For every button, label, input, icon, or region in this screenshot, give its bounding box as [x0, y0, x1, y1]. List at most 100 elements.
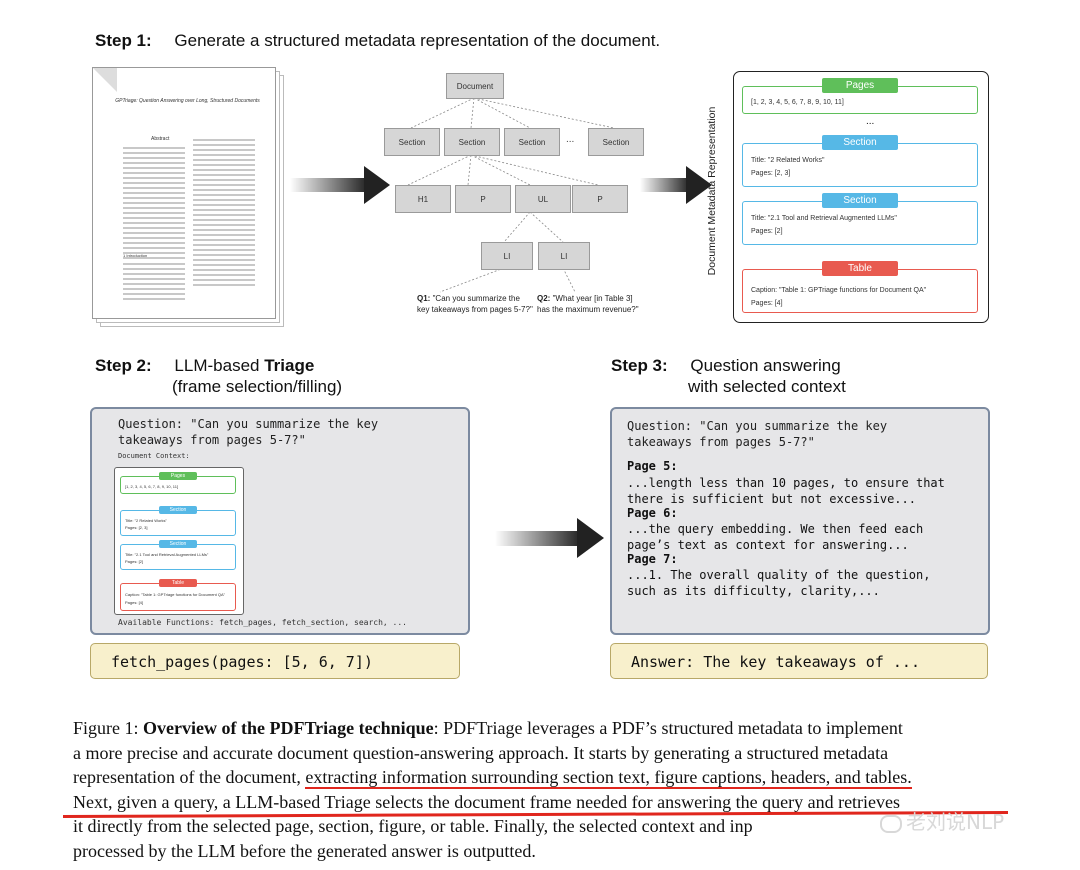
- tree-ellipsis: ...: [566, 134, 575, 145]
- caption-line1-rest: : PDFTriage leverages a PDF’s structured…: [433, 718, 903, 738]
- card-line: Pages: [4]: [751, 300, 783, 307]
- page6-text: ...the query embedding. We then feed eac…: [627, 522, 924, 552]
- caption-line2: a more precise and accurate document que…: [73, 742, 889, 763]
- caption-prefix: Figure 1:: [73, 718, 143, 738]
- caption-line4: Next, given a query, a LLM-based Triage …: [62, 790, 1013, 818]
- step3-line2: with selected context: [688, 377, 846, 396]
- mini-card-section: Section Title: "2 Related Works" Pages: …: [120, 506, 236, 536]
- doc-abstract-heading: Abstract: [151, 136, 170, 142]
- card-header: Table: [822, 261, 898, 276]
- caption-bold: Overview of the PDFTriage technique: [143, 718, 434, 738]
- answer-question: Question: "Can you summarize the key tak…: [627, 419, 888, 449]
- q2-annotation: Q2: "What year [in Table 3] has the maxi…: [537, 293, 643, 315]
- card-line: [1, 2, 3, 4, 5, 6, 7, 8, 9, 10, 11]: [751, 99, 844, 106]
- triage-question: Question: "Can you summarize the key tak…: [118, 417, 379, 447]
- metadata-ellipsis: ...: [866, 116, 875, 127]
- card-line: Pages: [2]: [125, 559, 144, 564]
- step2-text: LLM-based: [174, 356, 265, 375]
- function-call-box: fetch_pages(pages: [5, 6, 7]): [90, 643, 460, 679]
- tree-p-node: P: [455, 185, 511, 213]
- card-line: Title: "2 Related Works": [751, 157, 825, 164]
- metadata-panel: [733, 71, 989, 323]
- caption-line6: processed by the LLM before the generate…: [73, 840, 536, 861]
- card-line: Title: "2.1 Tool and Retrieval Augmented…: [751, 215, 897, 222]
- card-line: Caption: "Table 1: GPTriage functions fo…: [125, 592, 226, 597]
- mini-card-section: Section Title: "2.1 Tool and Retrieval A…: [120, 540, 236, 570]
- caption-line3a: representation of the document,: [73, 767, 306, 787]
- page7-label: Page 7:: [627, 552, 678, 566]
- card-header: Pages: [159, 472, 197, 480]
- metadata-card-pages: Pages [1, 2, 3, 4, 5, 6, 7, 8, 9, 10, 11…: [742, 78, 978, 114]
- card-line: Caption: "Table 1: GPTriage functions fo…: [751, 287, 927, 294]
- step2-label: Step 2:: [95, 356, 152, 375]
- tree-li-node: LI: [538, 242, 590, 270]
- card-header: Section: [822, 135, 898, 150]
- step2-bold: Triage: [264, 356, 315, 375]
- card-line: Pages: [2, 3]: [751, 170, 791, 177]
- available-functions: Available Functions: fetch_pages, fetch_…: [118, 618, 407, 627]
- caption-line1: Figure 1: Overview of the PDFTriage tech…: [73, 716, 1013, 741]
- step3-line1: Question answering: [690, 356, 841, 375]
- figure-caption: Figure 1: Overview of the PDFTriage tech…: [62, 716, 1013, 863]
- tree-section-node: Section: [588, 128, 644, 156]
- doc-intro-heading: 1 Introduction: [123, 253, 148, 258]
- page7-text: ...1. The overall quality of the questio…: [627, 568, 931, 598]
- card-line: Title: "2.1 Tool and Retrieval Augmented…: [125, 552, 209, 557]
- watermark-text: 老刘说NLP: [906, 810, 1005, 834]
- q1-annotation: Q1: "Can you summarize the key takeaways…: [417, 293, 533, 315]
- card-line: [1, 2, 3, 4, 5, 6, 7, 8, 9, 10, 11]: [125, 484, 179, 489]
- card-line: Pages: [2, 3]: [125, 525, 148, 530]
- caption-underlined-text: extracting information surrounding secti…: [305, 767, 912, 789]
- metadata-vertical-label: Document Metadata Representation: [706, 106, 718, 276]
- q2-text: "What year [in Table 3] has the maximum …: [537, 294, 639, 314]
- tree-section-node: Section: [444, 128, 500, 156]
- answer-box: Answer: The key takeaways of ...: [610, 643, 988, 679]
- card-line: Pages: [4]: [125, 600, 144, 605]
- q2-label: Q2:: [537, 294, 551, 303]
- arrow-tree-to-metadata: [640, 166, 712, 204]
- step2-header: Step 2: LLM-based Triage: [95, 354, 314, 377]
- step2-line2: (frame selection/filling): [172, 377, 343, 396]
- card-header: Section: [822, 193, 898, 208]
- arrow-step2-to-step3: [495, 518, 604, 558]
- tree-li-node: LI: [481, 242, 533, 270]
- arrow-doc-to-tree: [290, 166, 390, 204]
- tree-ul-node: UL: [515, 185, 571, 213]
- step1-label: Step 1:: [95, 31, 152, 50]
- card-header: Section: [159, 506, 197, 514]
- metadata-card-section: Section Title: "2.1 Tool and Retrieval A…: [742, 193, 978, 245]
- step1-header: Step 1: Generate a structured metadata r…: [95, 31, 660, 51]
- mini-card-table: Table Caption: "Table 1: GPTriage functi…: [120, 579, 236, 611]
- doc-title: GPTriage: Question Answering over Long, …: [115, 98, 260, 104]
- caption-line4-text: Next, given a query, a LLM-based Triage …: [73, 791, 901, 812]
- answer-context-panel: [610, 407, 990, 635]
- page5-text: ...length less than 10 pages, to ensure …: [627, 476, 945, 506]
- document-thumbnail: GPTriage: Question Answering over Long, …: [92, 67, 292, 329]
- step3-header: Step 3: Question answering: [611, 354, 841, 377]
- wechat-icon: [880, 814, 902, 833]
- metadata-card-table: Table Caption: "Table 1: GPTriage functi…: [742, 261, 978, 313]
- tree-h1-node: H1: [395, 185, 451, 213]
- caption-line3: representation of the document, extracti…: [73, 765, 1013, 790]
- page6-label: Page 6:: [627, 506, 678, 520]
- mini-card-pages: Pages [1, 2, 3, 4, 5, 6, 7, 8, 9, 10, 11…: [120, 472, 236, 494]
- tree-section-node: Section: [504, 128, 560, 156]
- page5-label: Page 5:: [627, 459, 678, 473]
- card-line: Pages: [2]: [751, 228, 783, 235]
- tree-connectors: [407, 97, 615, 293]
- card-header: Table: [159, 579, 197, 587]
- card-line: Title: "2 Related Works": [125, 518, 167, 523]
- watermark: 老刘说NLP: [880, 806, 1004, 835]
- tree-p-node: P: [572, 185, 628, 213]
- caption-line5: it directly from the selected page, sect…: [73, 816, 753, 836]
- card-header: Pages: [822, 78, 898, 93]
- card-header: Section: [159, 540, 197, 548]
- doc-context-label: Document Context:: [118, 452, 190, 460]
- tree-root-node: Document: [446, 73, 504, 99]
- q1-label: Q1:: [417, 294, 431, 303]
- metadata-card-section: Section Title: "2 Related Works" Pages: …: [742, 135, 978, 187]
- step1-text: Generate a structured metadata represent…: [174, 31, 661, 50]
- q1-text: "Can you summarize the key takeaways fro…: [417, 294, 533, 314]
- tree-section-node: Section: [384, 128, 440, 156]
